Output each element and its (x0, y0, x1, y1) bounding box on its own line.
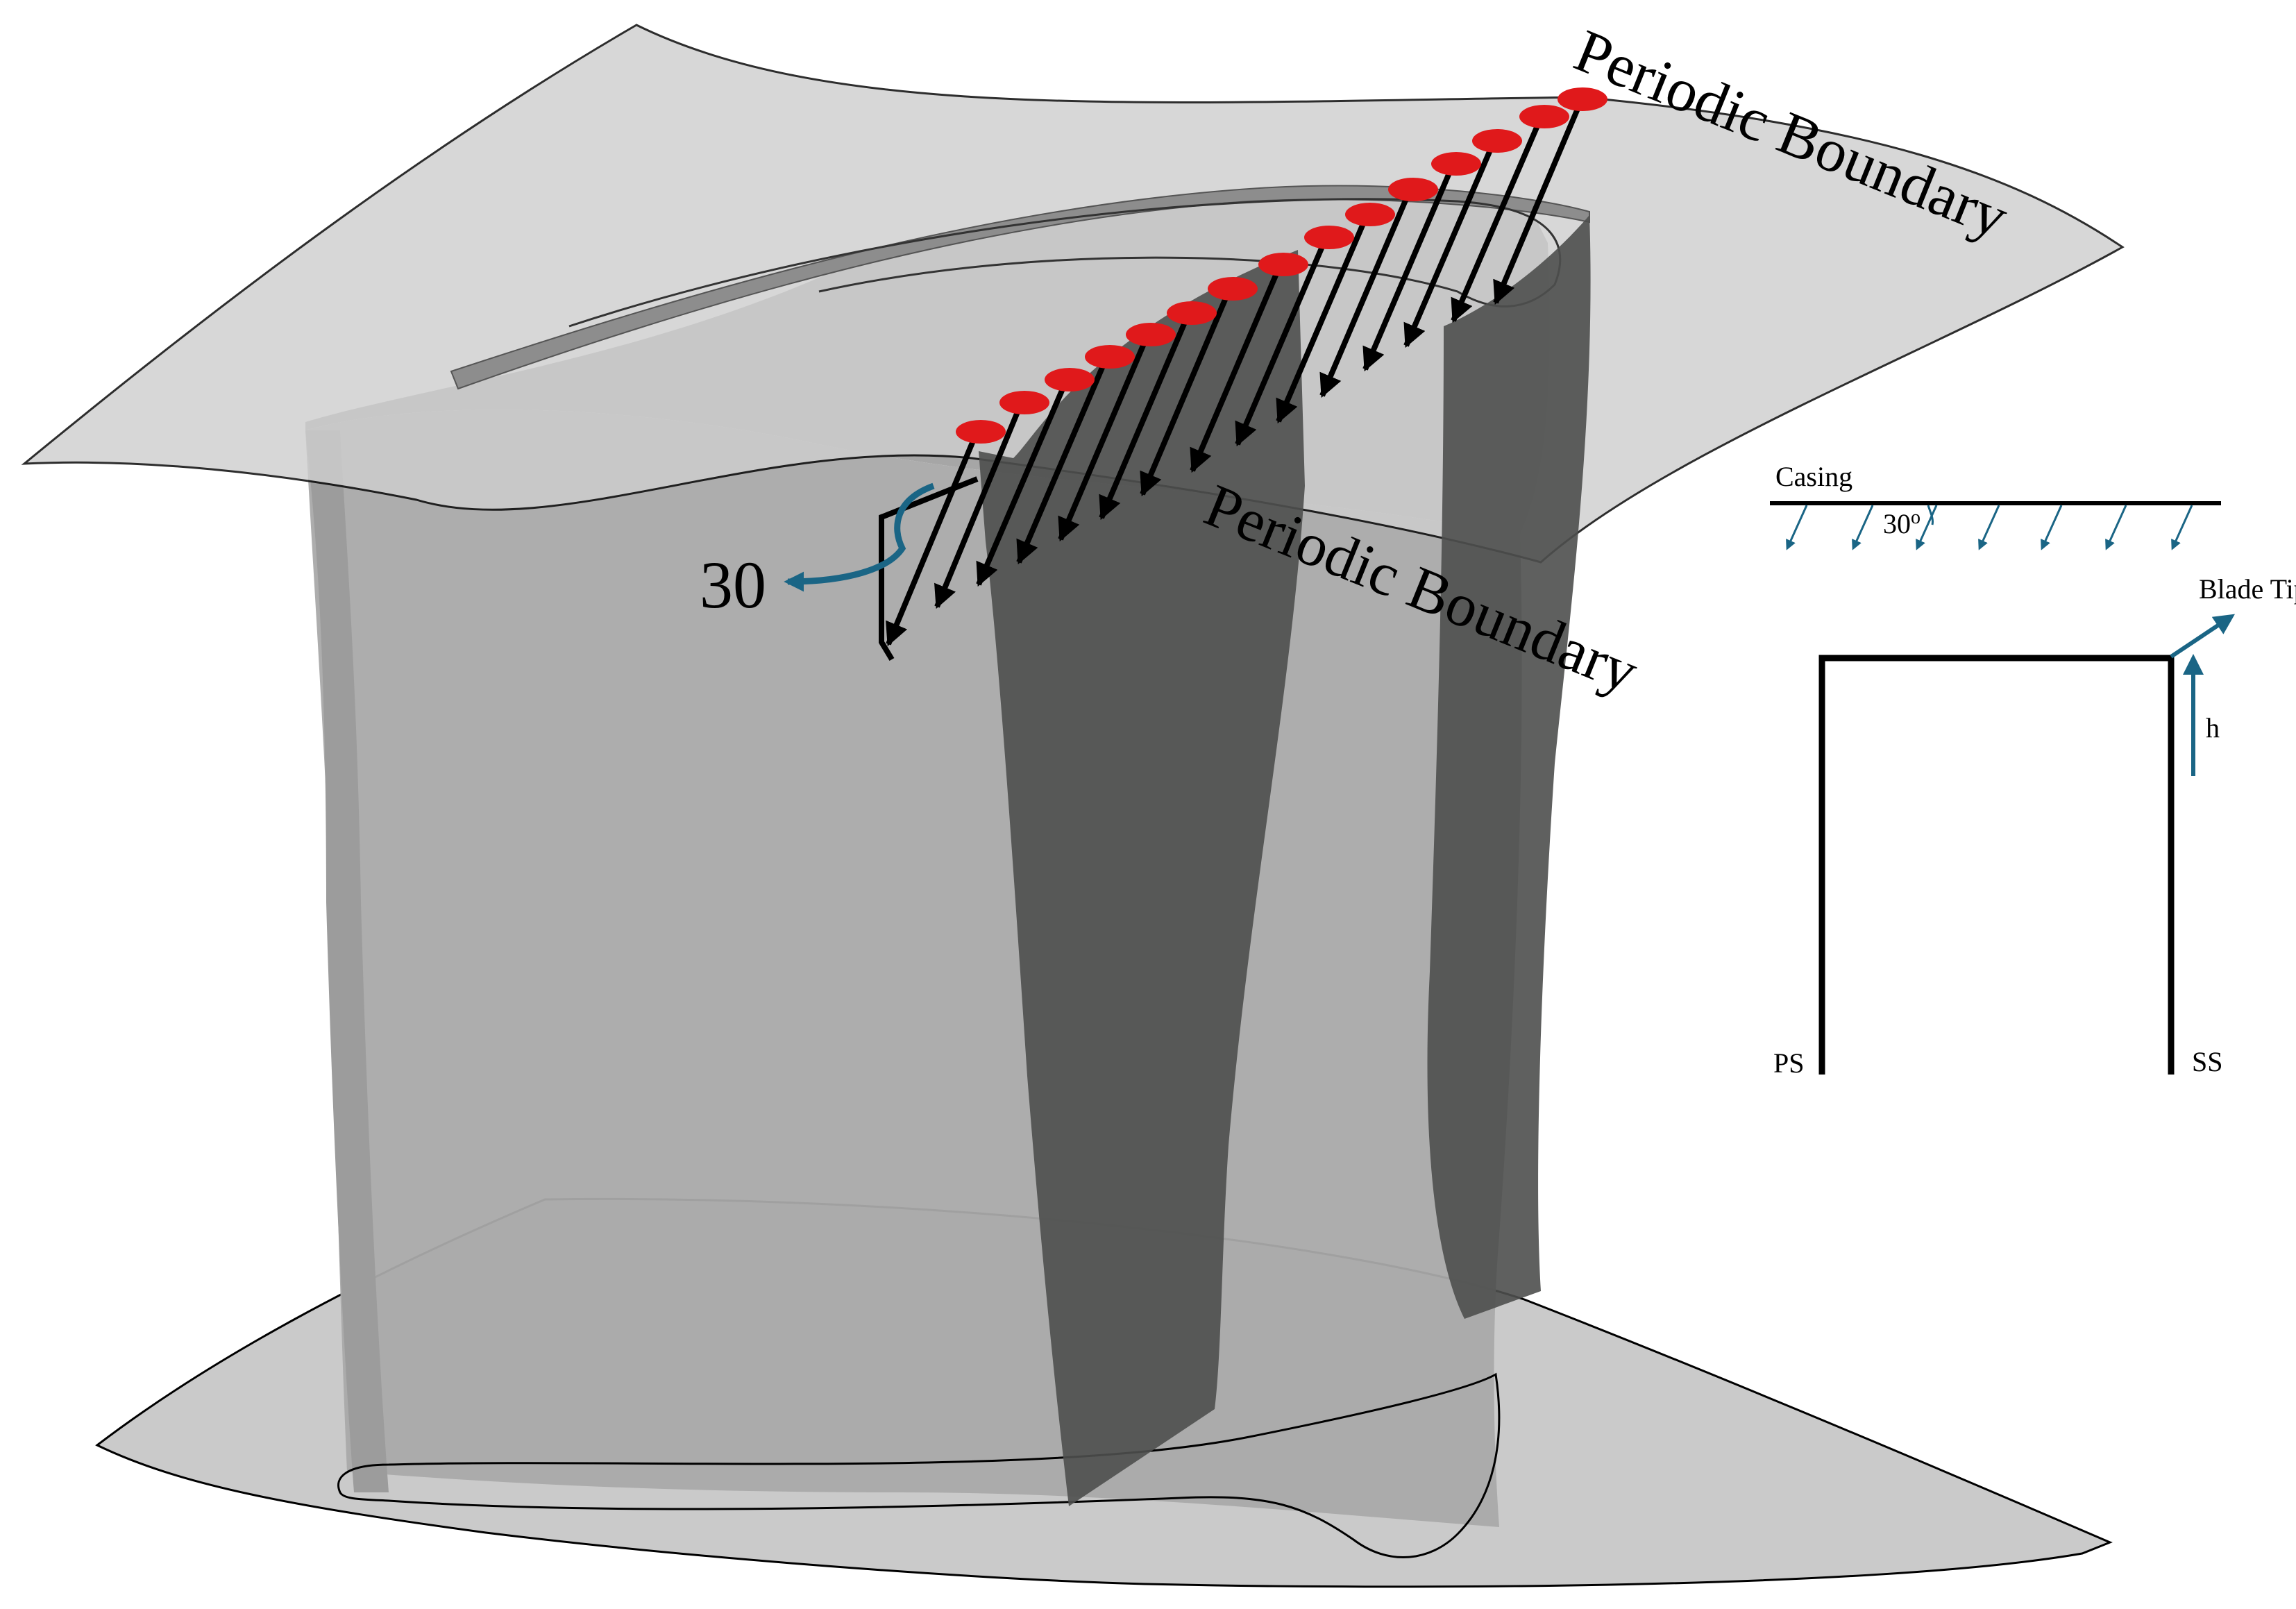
injection-arrows (886, 99, 1584, 647)
injection-arrow (1493, 99, 1584, 305)
injection-arrow (1099, 314, 1190, 521)
hub-airfoil-outline (337, 1372, 1501, 1558)
casing-surface (21, 24, 2125, 564)
casing-jet-arrow (1786, 505, 1808, 550)
casing-jet-arrow (2105, 505, 2127, 550)
jet-plume-front (979, 250, 1305, 1506)
injection-hole (1208, 277, 1258, 301)
casing-jet-arrow (1978, 505, 2000, 550)
casing-jet-arrow (2041, 505, 2063, 550)
inset-schematic: Casing 30o Blade Tip h PS SS (1770, 461, 2296, 1079)
injection-arrow (934, 404, 1023, 609)
injection-hole (956, 420, 1006, 444)
injection-hole (1472, 129, 1522, 153)
injection-arrow (1058, 336, 1149, 542)
inset-angle-label: 30o (1883, 507, 1921, 539)
injection-arrow (1016, 358, 1108, 565)
blade-shadow-band (305, 430, 389, 1492)
injection-arrow (1140, 290, 1231, 497)
pressure-side-label: PS (1773, 1047, 1805, 1079)
injection-arrow (1362, 165, 1455, 372)
tip-leakage-arrow (2170, 614, 2235, 659)
injection-arrow (886, 435, 978, 647)
casing-jet-arrows (1786, 505, 2193, 550)
jet-plume-rear (1427, 215, 1591, 1319)
injection-hole (999, 391, 1049, 414)
casing-jet-arrow (2171, 505, 2193, 550)
injection-arrow (976, 381, 1068, 587)
angle-value-label: 30 (700, 548, 766, 622)
injection-hole (1345, 203, 1395, 226)
injection-holes (956, 87, 1607, 444)
injection-arrow (1235, 239, 1328, 447)
suction-side-label: SS (2192, 1046, 2223, 1077)
injection-hole (1519, 105, 1569, 128)
blade-profile-outline (1818, 655, 2175, 1075)
injection-hole (1258, 253, 1308, 276)
blade-tip-label: Blade Tip (2199, 573, 2296, 605)
injection-arrow (1276, 216, 1369, 424)
injection-arrow (1190, 266, 1282, 473)
injection-hole (1304, 226, 1354, 249)
inset-angle-arc (1927, 505, 1934, 525)
casing-label: Casing (1775, 461, 1852, 492)
injection-hole (1085, 345, 1135, 369)
injection-hole (1167, 301, 1217, 325)
injection-arrow (1403, 142, 1496, 348)
height-label: h (2206, 712, 2220, 743)
injection-hole (1431, 152, 1481, 176)
angle-reference-bracket (879, 476, 979, 662)
injection-hole (1388, 178, 1438, 201)
injection-hole (1126, 323, 1176, 346)
casing-jet-arrow (1916, 505, 1938, 550)
injection-hole (1045, 368, 1095, 391)
injection-arrow (1319, 191, 1412, 398)
injection-hole (1558, 87, 1607, 111)
casing-jet-arrow (1852, 505, 1874, 550)
angle-callout-arrow (784, 482, 935, 592)
injection-arrow (1451, 118, 1543, 323)
